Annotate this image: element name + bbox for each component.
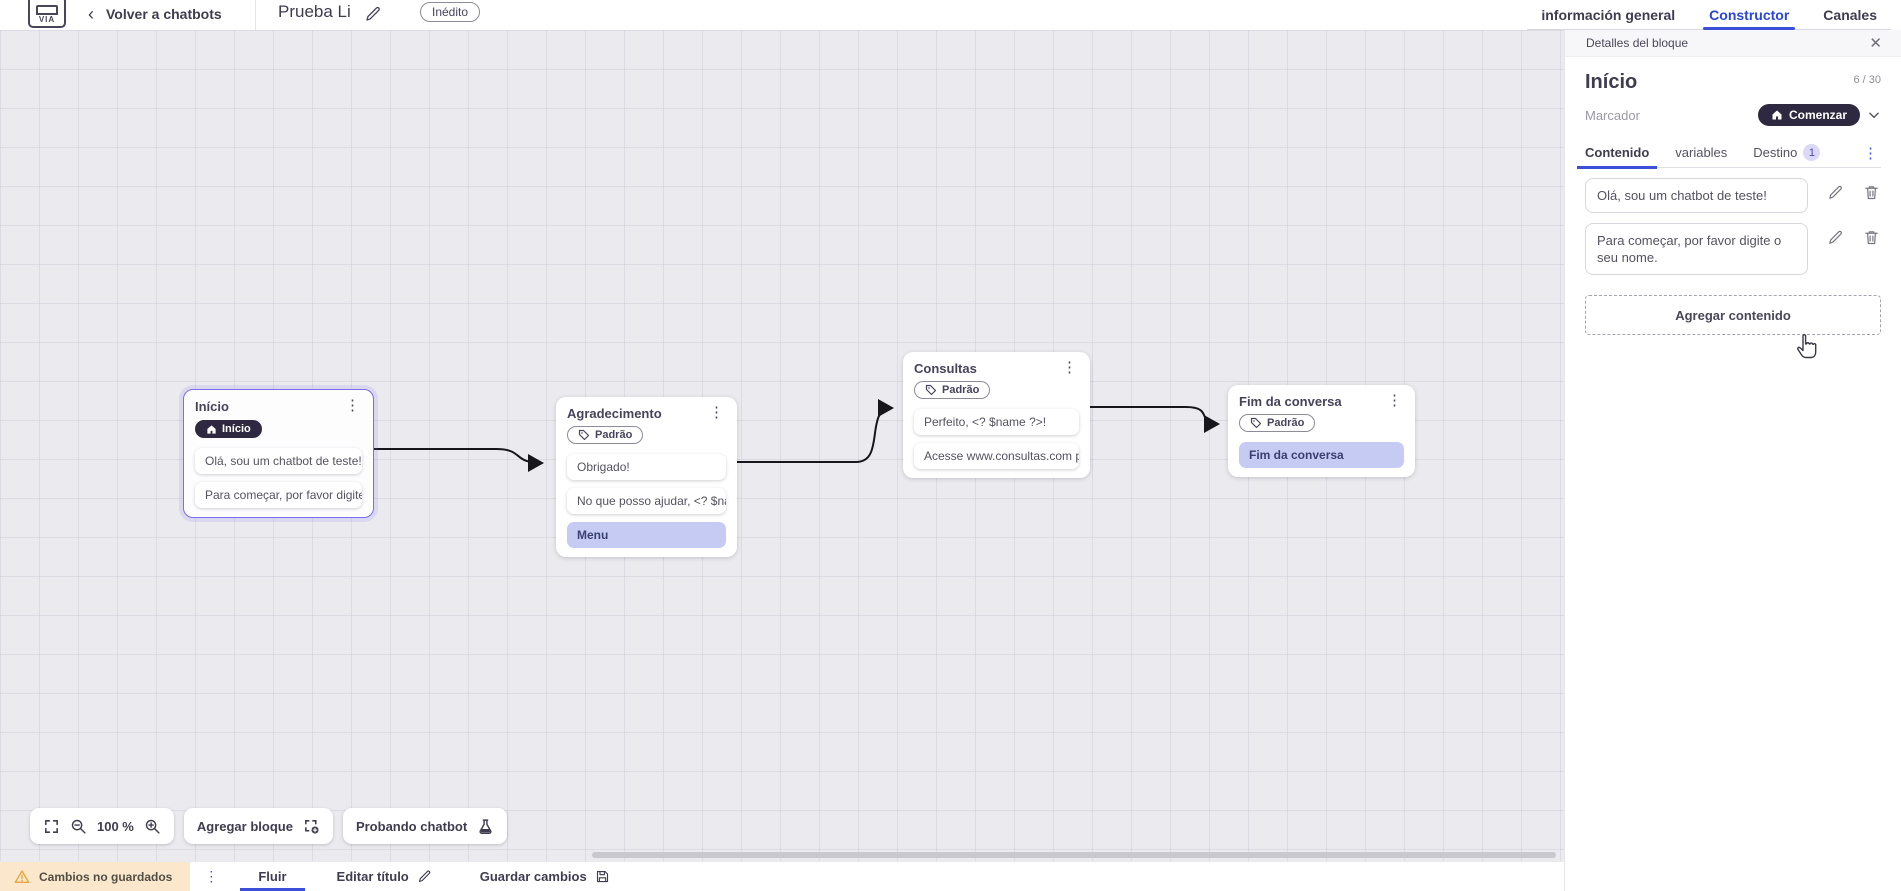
tab-informacion-general[interactable]: información general: [1541, 6, 1676, 23]
save-icon: [596, 870, 608, 883]
node-title: Consultas: [914, 361, 977, 376]
add-block-icon: [305, 819, 319, 834]
back-chevron-icon: ‹: [88, 4, 94, 24]
test-chatbot-button[interactable]: Probando chatbot: [342, 808, 508, 844]
content-text-card[interactable]: Olá, sou um chatbot de teste!: [1585, 178, 1808, 213]
chatbot-title: Prueba Li: [278, 2, 351, 21]
delete-content-trash-icon[interactable]: [1863, 184, 1880, 201]
back-label: Volver a chatbots: [106, 6, 222, 22]
edit-title-button[interactable]: Editar título: [313, 862, 456, 891]
node-content-item[interactable]: Obrigado!: [567, 454, 726, 480]
back-to-chatbots-button[interactable]: ‹ Volver a chatbots: [88, 4, 222, 24]
edit-content-pencil-icon[interactable]: [1827, 184, 1844, 201]
tab-contenido[interactable]: Contenido: [1576, 138, 1658, 169]
canvas-toolbar: 100 % Agregar bloque Probando chatbot: [30, 808, 508, 844]
flow-menu-icon[interactable]: ⋮: [204, 868, 219, 884]
node-content-item[interactable]: Olá, sou um chatbot de teste!: [195, 447, 362, 474]
tab-variables[interactable]: variables: [1675, 145, 1728, 160]
home-icon: [1772, 110, 1782, 120]
topbar: VIA ‹ Volver a chatbots Prueba Li Inédit…: [0, 0, 1901, 30]
flow-tab-fluir[interactable]: Fluir: [232, 862, 312, 891]
node-content-item[interactable]: No que posso ajudar, <? $name ...: [567, 488, 726, 514]
zoom-controls: 100 %: [30, 808, 174, 844]
home-icon: [207, 424, 216, 434]
app-logo-icon: VIA: [28, 0, 66, 28]
node-title: Agradecimento: [567, 406, 662, 421]
delete-content-trash-icon[interactable]: [1863, 229, 1880, 246]
block-details-panel: Detalles del bloque ✕ Início 6 / 30 Marc…: [1564, 30, 1901, 891]
bottombar: Cambios no guardados ⋮ Fluir Editar títu…: [0, 861, 1564, 891]
add-content-button[interactable]: Agregar contenido: [1585, 295, 1881, 335]
edit-title-pencil-icon[interactable]: [364, 5, 382, 23]
node-menu-icon[interactable]: ⋮: [1062, 359, 1077, 376]
panel-tabs: Contenido variables Destino 1 ⋮: [1576, 138, 1881, 169]
flow-node-inicio[interactable]: Início ⋮ Início Olá, sou um chatbot de t…: [183, 389, 374, 518]
block-counter: 6 / 30: [1853, 74, 1881, 86]
node-menu-icon[interactable]: ⋮: [1387, 392, 1402, 409]
node-badge: Padrão: [567, 426, 644, 444]
tag-icon: [925, 384, 937, 396]
node-badge: Padrão: [1239, 414, 1316, 432]
node-content-item-end[interactable]: Fim da conversa: [1239, 442, 1404, 468]
flow-node-agradecimento[interactable]: Agradecimento ⋮ Padrão Obrigado! No que …: [556, 397, 737, 557]
tab-constructor[interactable]: Constructor: [1703, 0, 1796, 30]
topbar-divider: [255, 0, 256, 30]
node-badge: Padrão: [914, 381, 991, 399]
add-block-button[interactable]: Agregar bloque: [183, 808, 333, 844]
flow-node-consultas[interactable]: Consultas ⋮ Padrão Perfeito, <? $name ?>…: [903, 352, 1090, 478]
node-content-item[interactable]: Acesse www.consultas.com par...: [914, 443, 1079, 469]
save-changes-button[interactable]: Guardar cambios: [456, 862, 634, 891]
panel-title: Detalles del bloque: [1586, 36, 1689, 50]
node-content-item[interactable]: Perfeito, <? $name ?>!: [914, 409, 1079, 435]
pencil-icon: [418, 870, 430, 883]
flow-canvas[interactable]: Início ⋮ Início Olá, sou um chatbot de t…: [0, 30, 1564, 861]
unsaved-changes-warning: Cambios no guardados: [0, 862, 191, 891]
node-content-item[interactable]: Para começar, por favor digite o ...: [195, 481, 362, 508]
edit-content-pencil-icon[interactable]: [1827, 229, 1844, 246]
marker-label: Marcador: [1585, 107, 1640, 123]
content-text-card[interactable]: Para começar, por favor digite o seu nom…: [1585, 223, 1808, 275]
builder-tabs: información general Constructor Canales: [1527, 0, 1891, 30]
tab-destino[interactable]: Destino 1: [1753, 138, 1821, 168]
content-row: Para começar, por favor digite o seu nom…: [1585, 223, 1881, 275]
block-name: Início: [1585, 71, 1638, 93]
flask-icon: [479, 818, 492, 834]
node-title: Início: [195, 399, 229, 414]
node-title: Fim da conversa: [1239, 394, 1342, 409]
panel-header: Detalles del bloque ✕: [1565, 30, 1901, 57]
node-menu-icon[interactable]: ⋮: [709, 404, 724, 421]
close-icon[interactable]: ✕: [1869, 35, 1882, 52]
tag-icon: [578, 429, 590, 441]
node-menu-icon[interactable]: ⋮: [345, 397, 360, 414]
fullscreen-icon[interactable]: [43, 818, 60, 835]
chevron-down-icon[interactable]: [1867, 108, 1881, 122]
node-badge: Início: [195, 420, 262, 438]
destino-count-badge: 1: [1803, 144, 1821, 161]
horizontal-scrollbar[interactable]: [592, 852, 1556, 858]
marker-value-button[interactable]: Comenzar: [1757, 104, 1860, 126]
zoom-in-icon[interactable]: [144, 818, 161, 835]
status-badge: Inédito: [420, 2, 481, 22]
tab-canales[interactable]: Canales: [1823, 6, 1877, 23]
flow-node-fim-da-conversa[interactable]: Fim da conversa ⋮ Padrão Fim da conversa: [1228, 385, 1415, 477]
panel-menu-icon[interactable]: ⋮: [1863, 144, 1878, 162]
content-row: Olá, sou um chatbot de teste!: [1585, 178, 1881, 213]
warning-triangle-icon: [14, 869, 30, 883]
tag-icon: [1250, 417, 1262, 429]
zoom-level: 100 %: [97, 818, 134, 834]
zoom-out-icon[interactable]: [70, 818, 87, 835]
node-content-item-menu[interactable]: Menu: [567, 522, 726, 548]
